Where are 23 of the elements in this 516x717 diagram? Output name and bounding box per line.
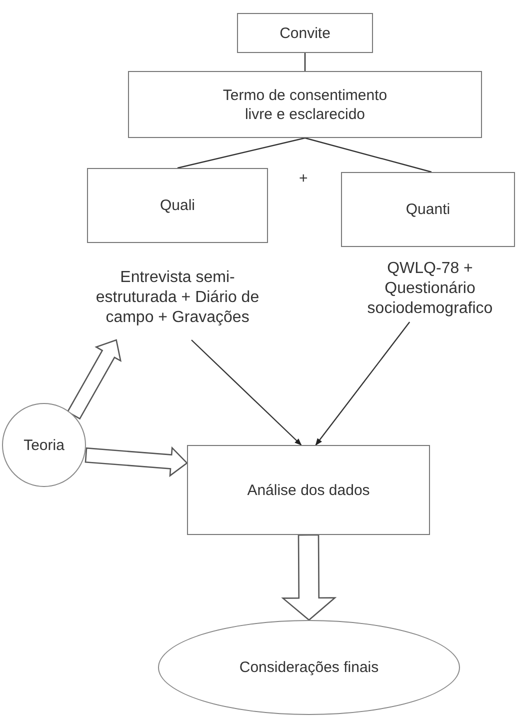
process-box [237,13,373,53]
node-label: Análise dos dados [247,480,370,500]
method-text: Entrevista semi-estruturada + Diário de campo + Gravações [90,256,265,340]
method-text: QWLQ-78 + Questionário sociodemografico [345,256,515,322]
arrow [191,340,302,446]
process-box [187,445,430,535]
process-box [128,71,482,138]
node-label: Considerações finais [239,658,379,677]
arrow [315,322,410,446]
plus-sign: + [299,170,308,187]
node-label: Convite [280,24,330,42]
connector-line [177,137,306,169]
connector-line [304,137,432,173]
node-label: Quanti [406,200,450,219]
connector-line [304,53,306,71]
node-label: Teoria [24,436,64,454]
block-arrow [281,534,337,621]
block-arrow [84,446,188,478]
node-label: Quali [160,196,196,215]
process-box [87,168,268,243]
node-label: Termo de consentimento livre e esclarecido [222,86,388,124]
process-box [341,172,515,247]
block-arrow [66,339,122,420]
